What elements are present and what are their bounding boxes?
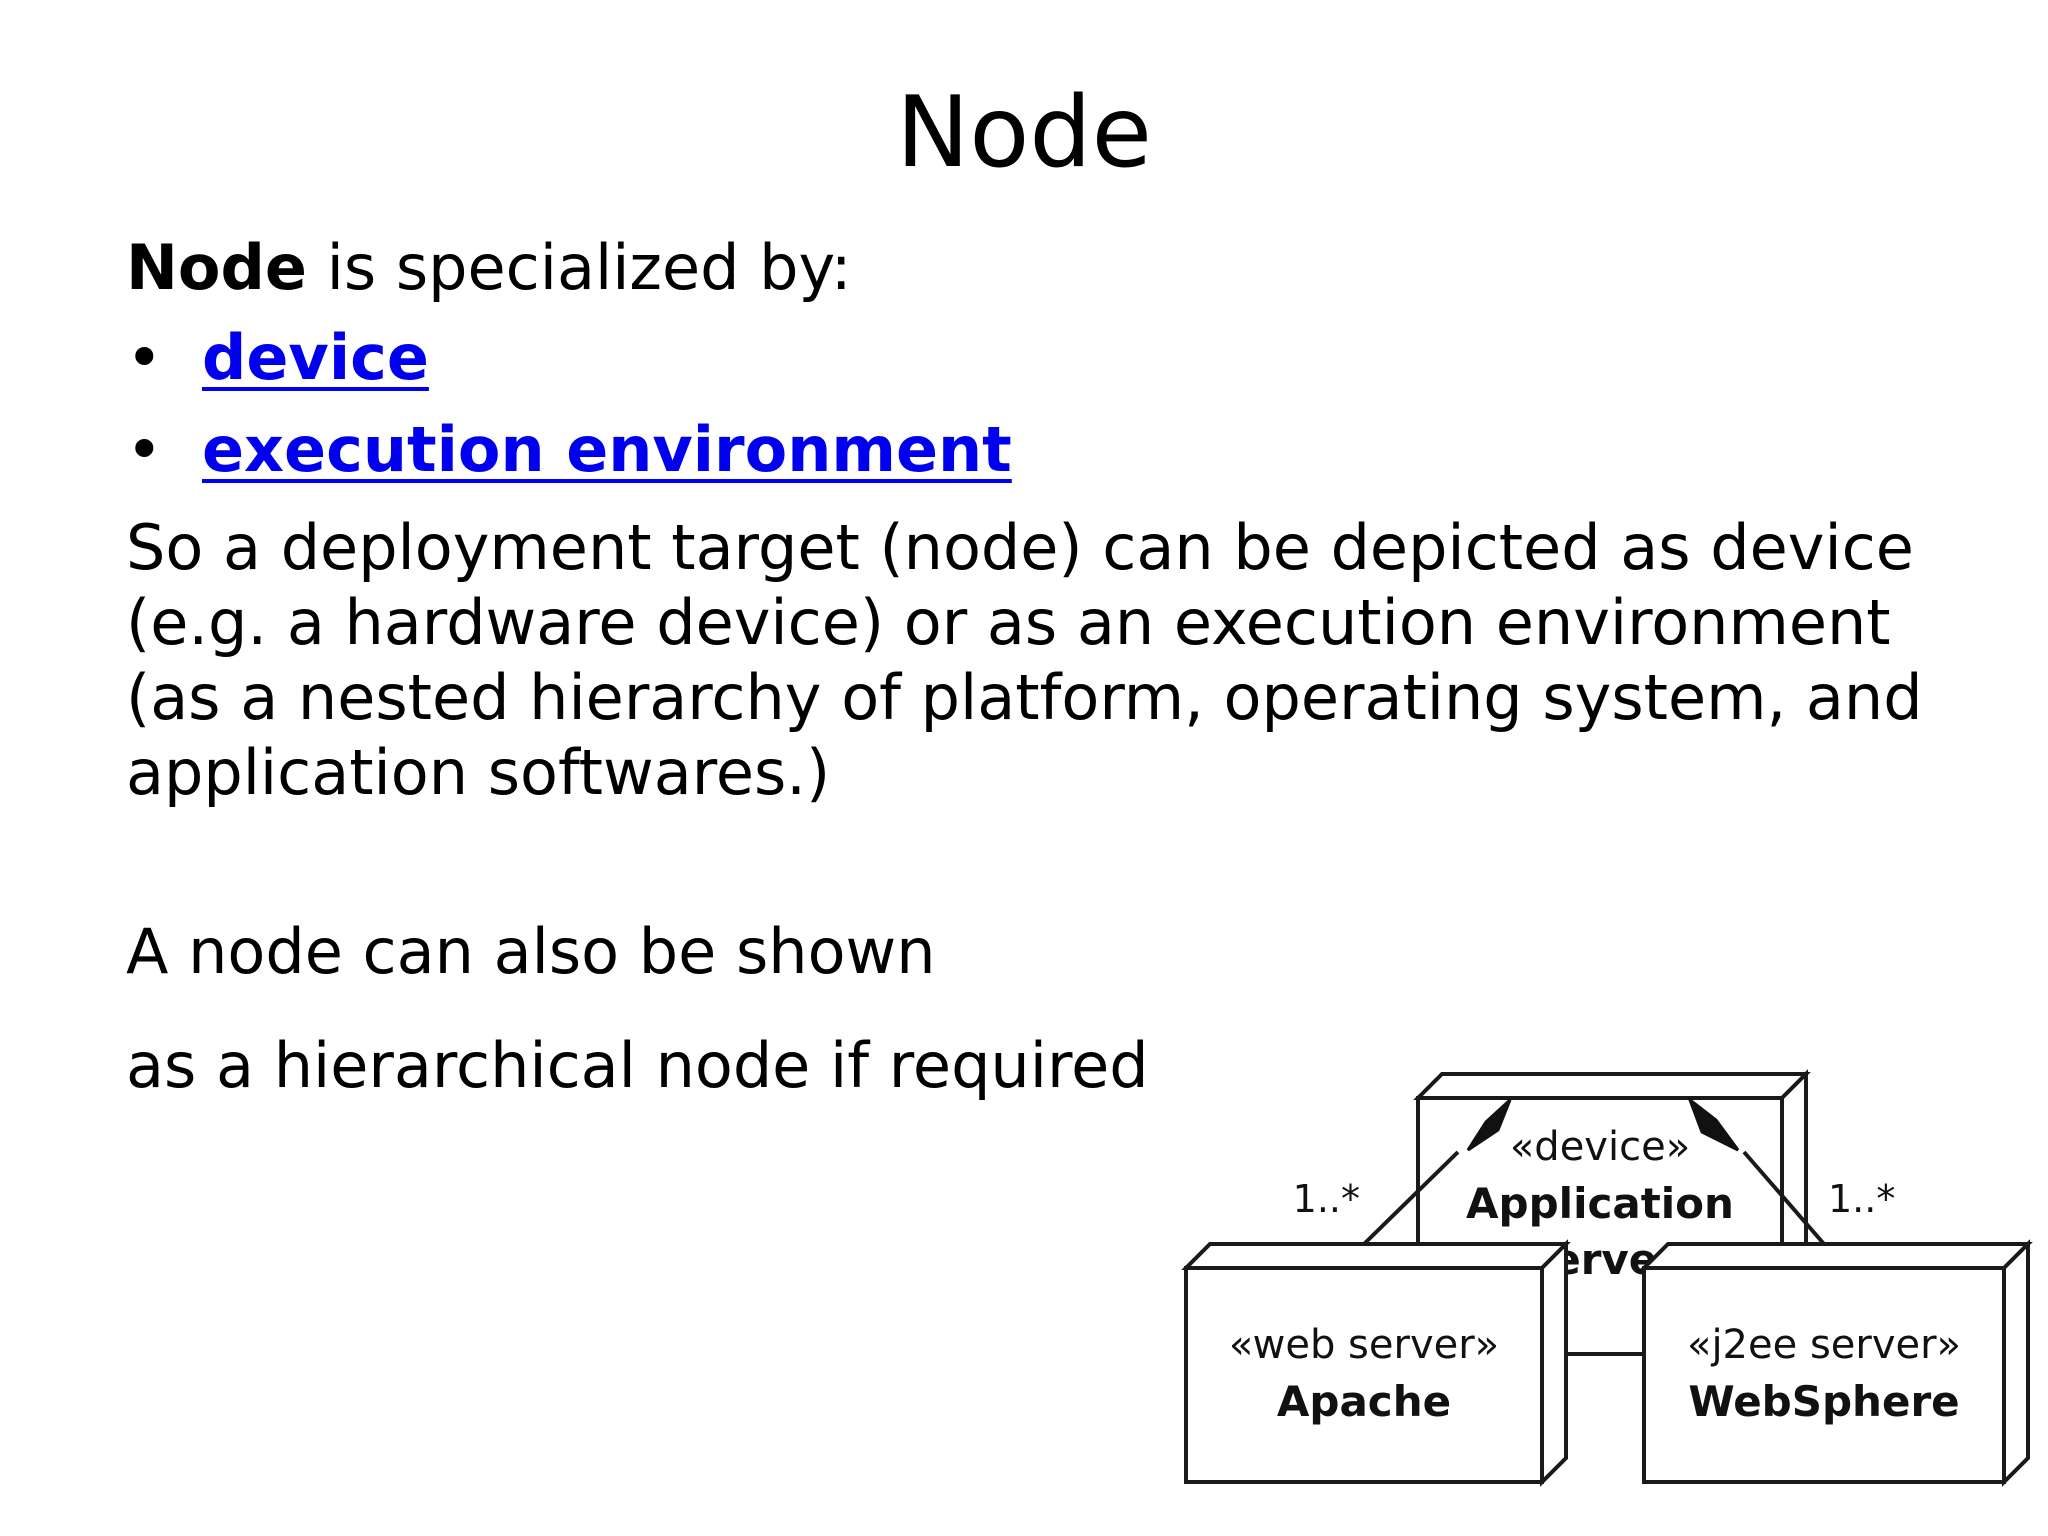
composition-diamond-icon — [1466, 1098, 1512, 1152]
paragraph-line: (as a nested hierarchy of platform, oper… — [126, 661, 1923, 734]
node-stereotype: «j2ee server» — [1687, 1322, 1961, 1368]
node-front-face — [1642, 1266, 2006, 1484]
node-apache: «web server» Apache — [1181, 1239, 1571, 1487]
bullet-icon: • — [126, 413, 163, 486]
node-side-face — [1540, 1239, 1568, 1487]
node-websphere: «j2ee server» WebSphere — [1639, 1239, 2033, 1487]
composition-diamond-icon — [1686, 1095, 1740, 1152]
slide-title: Node — [896, 76, 1152, 190]
connector-line — [1742, 1150, 1826, 1246]
node-name: WebSphere — [1688, 1377, 1959, 1426]
composition-left: 1..* — [1293, 1098, 1512, 1246]
hierarchy-note-line-2: as a hierarchical node if required — [126, 1029, 1149, 1102]
paragraph-line: (e.g. a hardware device) or as an execut… — [126, 586, 1891, 659]
connector-line — [1362, 1150, 1460, 1246]
node-name: Application — [1466, 1179, 1734, 1228]
intro-line: Node is specialized by: — [126, 228, 852, 308]
node-top-face — [1413, 1072, 1811, 1100]
paragraph-line: application softwares.) — [126, 736, 831, 809]
bullet-icon: • — [126, 321, 163, 394]
multiplicity-label: 1..* — [1293, 1177, 1360, 1221]
node-top-face — [1181, 1242, 1571, 1270]
intro-text: is specialized by: — [306, 231, 852, 304]
description-paragraph: So a deployment target (node) can be dep… — [126, 510, 1966, 810]
node-stereotype: «web server» — [1229, 1322, 1499, 1368]
execution-environment-link[interactable]: execution environment — [202, 413, 1012, 486]
composition-right: 1..* — [1686, 1095, 1895, 1246]
paragraph-line: So a deployment target (node) can be dep… — [126, 511, 1914, 584]
node-stereotype: «device» — [1510, 1124, 1690, 1170]
node-side-face — [2002, 1239, 2030, 1487]
intro-bold-term: Node — [126, 231, 307, 304]
device-link[interactable]: device — [202, 321, 429, 394]
hierarchy-note-line-1: A node can also be shown — [126, 915, 936, 988]
multiplicity-label: 1..* — [1828, 1177, 1895, 1221]
node-top-face — [1639, 1242, 2033, 1270]
node-front-face — [1184, 1266, 1544, 1484]
node-name: Apache — [1277, 1377, 1451, 1426]
